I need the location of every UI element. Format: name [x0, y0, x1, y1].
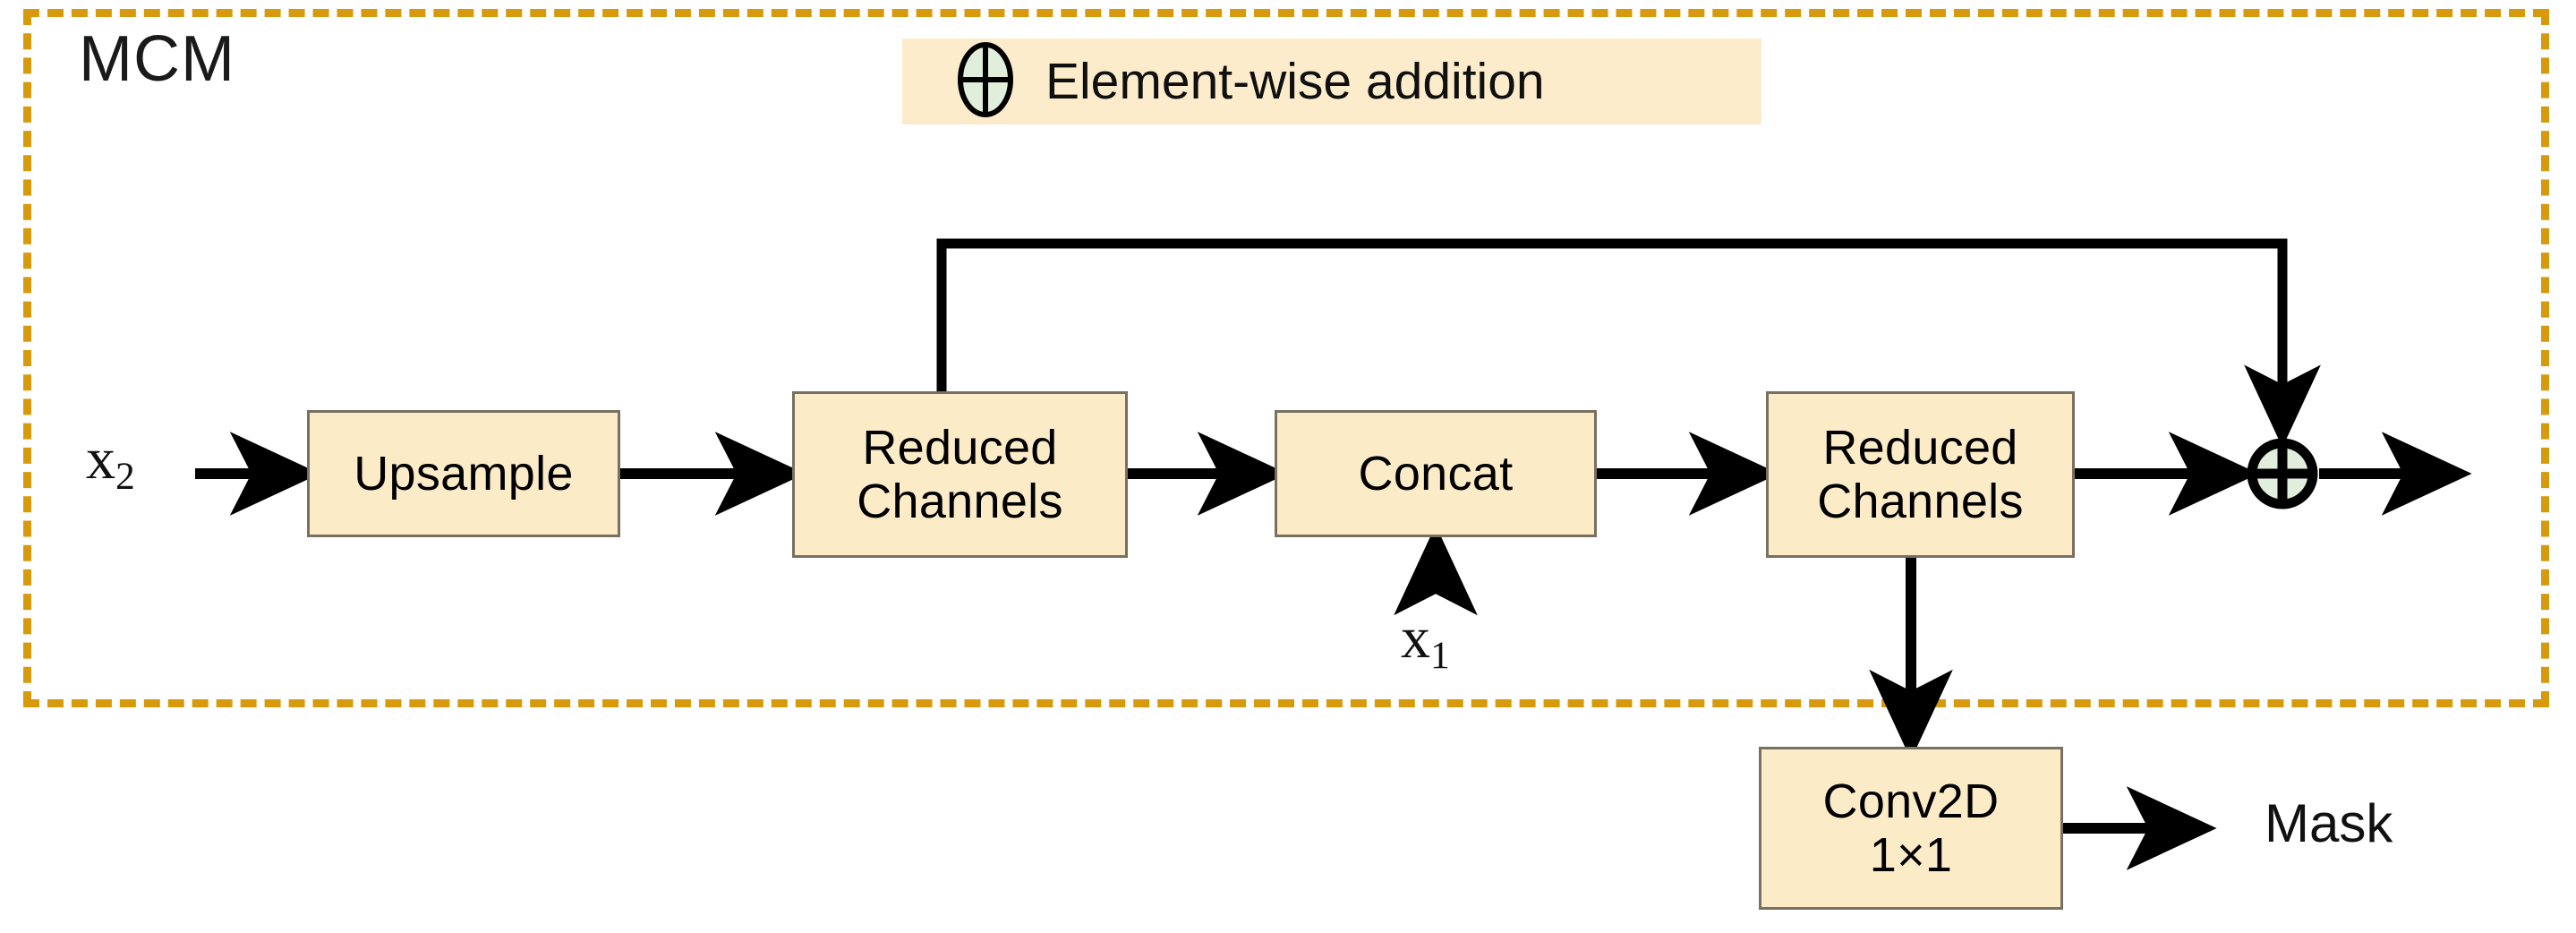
mcm-module-boundary: [23, 9, 2549, 707]
node-element-wise-addition[interactable]: [2246, 437, 2319, 510]
input-label-x2-base: x: [86, 426, 115, 492]
node-upsample-label: Upsample: [354, 446, 574, 501]
node-upsample[interactable]: Upsample: [307, 410, 620, 537]
node-conv2d-label-line2: 1×1: [1869, 828, 1953, 882]
input-label-x1-sub: 1: [1430, 634, 1450, 678]
input-label-x2: x2: [86, 430, 135, 497]
node-conv2d[interactable]: Conv2D 1×1: [1759, 747, 2063, 910]
module-title: MCM: [79, 23, 235, 95]
node-conv2d-label-line1: Conv2D: [1822, 774, 2000, 828]
circle-plus-icon: [956, 41, 1015, 123]
node-concat[interactable]: Concat: [1275, 410, 1597, 537]
node-reduced-channels-1-label-line2: Channels: [857, 475, 1063, 528]
node-reduced-channels-1[interactable]: Reduced Channels: [792, 391, 1128, 558]
input-label-x1-base: x: [1401, 605, 1430, 671]
node-reduced-channels-2[interactable]: Reduced Channels: [1766, 391, 2075, 558]
node-concat-label: Concat: [1358, 446, 1514, 501]
legend-panel: Element-wise addition: [902, 39, 1761, 124]
node-reduced-channels-2-label-line1: Reduced: [1822, 420, 2018, 475]
legend-label-addition: Element-wise addition: [1045, 52, 1545, 110]
input-label-x1: x1: [1401, 609, 1450, 676]
input-label-x2-sub: 2: [115, 455, 135, 499]
output-label-mask: Mask: [2265, 793, 2393, 853]
node-reduced-channels-1-label-line1: Reduced: [862, 420, 1058, 475]
node-reduced-channels-2-label-line2: Channels: [1817, 475, 2024, 528]
